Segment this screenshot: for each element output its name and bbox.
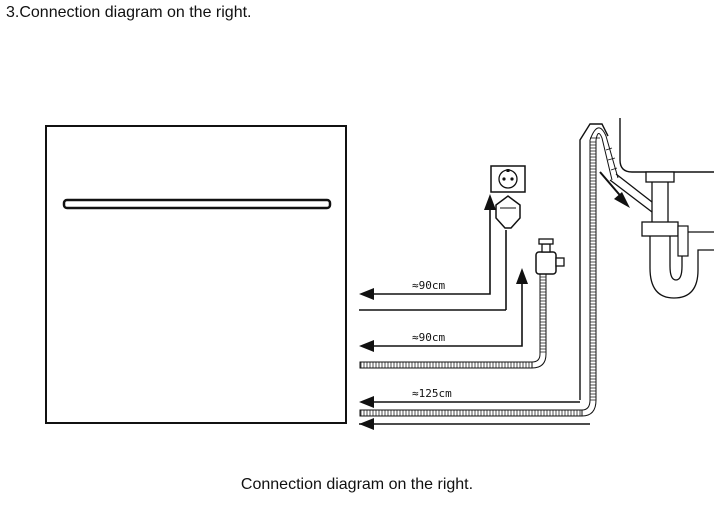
water-tap-icon xyxy=(535,238,565,275)
power-cord-length-label: ≈90cm xyxy=(412,279,445,292)
plug-icon xyxy=(495,195,521,229)
drain-hose xyxy=(359,123,630,430)
sink-drain-trap-icon xyxy=(609,118,714,299)
diagram-caption: Connection diagram on the right. xyxy=(240,476,474,493)
drain-hose-length-label: ≈125cm xyxy=(412,387,452,400)
power-cord xyxy=(359,194,507,311)
page-heading: 3.Connection diagram on the right. xyxy=(6,4,252,21)
dishwasher-front xyxy=(45,125,347,424)
inlet-hose-length-label: ≈90cm xyxy=(412,331,445,344)
water-inlet-hose xyxy=(359,268,547,369)
power-socket-icon xyxy=(490,165,526,193)
